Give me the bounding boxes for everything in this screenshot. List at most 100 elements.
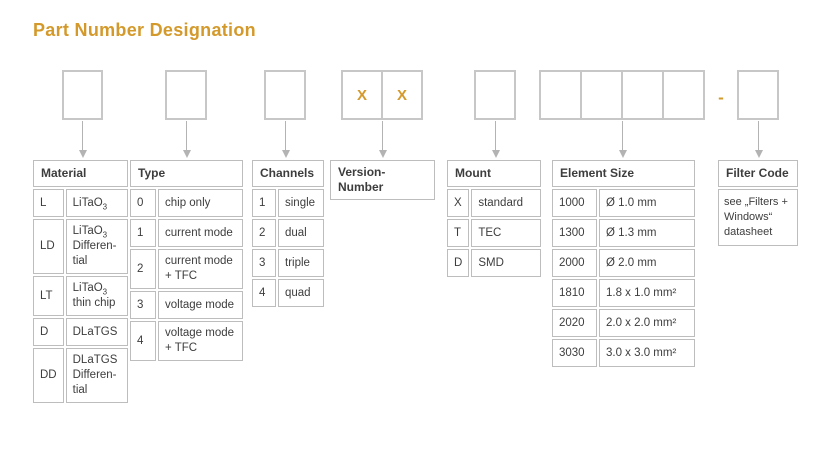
element-size-header: Element Size bbox=[552, 160, 695, 187]
table-header-row: Filter Code bbox=[718, 160, 798, 187]
element-size-code: 1810 bbox=[552, 279, 597, 307]
channels-desc: single bbox=[278, 189, 324, 217]
version-number-table: Version-Number bbox=[328, 158, 437, 202]
table-row: 4 voltage mode + TFC bbox=[130, 321, 243, 361]
channels-desc: triple bbox=[278, 249, 324, 277]
arrow-filter-code-icon bbox=[754, 121, 763, 158]
element-size-digit-box bbox=[662, 72, 703, 118]
mount-desc: standard bbox=[471, 189, 542, 217]
part-box-element-size-group bbox=[539, 70, 705, 120]
element-size-code: 2000 bbox=[552, 249, 597, 277]
formula: DLaTGS bbox=[72, 325, 118, 338]
channels-code: 1 bbox=[252, 189, 276, 217]
version-char-box: X bbox=[343, 72, 381, 118]
version-number-header: Version-Number bbox=[330, 160, 435, 200]
material-desc: LiTaO3 Differen- tial bbox=[65, 219, 128, 274]
table-row: 2 dual bbox=[252, 219, 324, 247]
arrow-version-icon bbox=[378, 121, 387, 158]
material-code: DD bbox=[33, 348, 64, 403]
channels-code: 4 bbox=[252, 279, 276, 307]
mount-code: T bbox=[447, 219, 470, 247]
table-row: 1000 Ø 1.0 mm bbox=[552, 189, 695, 217]
table-row: 0 chip only bbox=[130, 189, 243, 217]
table-header-row: Version-Number bbox=[330, 160, 435, 200]
element-size-desc: Ø 1.3 mm bbox=[599, 219, 695, 247]
arrow-material-icon bbox=[78, 121, 87, 158]
table-row: 1300 Ø 1.3 mm bbox=[552, 219, 695, 247]
arrow-mount-icon bbox=[491, 121, 500, 158]
type-desc: voltage mode bbox=[158, 291, 243, 319]
mount-code: X bbox=[447, 189, 470, 217]
version-char: X bbox=[396, 86, 407, 104]
table-row: 2 current mode + TFC bbox=[130, 249, 243, 289]
table-row: DD DLaTGS Differen- tial bbox=[33, 348, 128, 403]
arrow-channels-icon bbox=[281, 121, 290, 158]
table-row: T TEC bbox=[447, 219, 542, 247]
element-size-code: 1300 bbox=[552, 219, 597, 247]
mount-desc: SMD bbox=[471, 249, 542, 277]
desc-extra: Differen- tial bbox=[72, 369, 117, 396]
material-desc: DLaTGS Differen- tial bbox=[65, 348, 128, 403]
type-desc: chip only bbox=[158, 189, 243, 217]
type-code: 2 bbox=[130, 249, 156, 289]
mount-header: Mount bbox=[447, 160, 542, 187]
type-header: Type bbox=[130, 160, 243, 187]
table-row: see „Filters + Windows“ datasheet bbox=[718, 189, 798, 246]
formula: LiTaO bbox=[72, 196, 103, 209]
part-box-channels bbox=[264, 70, 306, 120]
mount-code: D bbox=[447, 249, 470, 277]
table-header-row: Channels bbox=[252, 160, 324, 187]
material-desc: DLaTGS bbox=[65, 318, 128, 346]
channels-header: Channels bbox=[252, 160, 324, 187]
part-box-filter-code bbox=[737, 70, 779, 120]
type-desc: current mode bbox=[158, 219, 243, 247]
channels-code: 2 bbox=[252, 219, 276, 247]
material-code: LD bbox=[33, 219, 64, 274]
desc-extra: thin chip bbox=[72, 297, 116, 309]
type-table: Type 0 chip only 1 current mode 2 curren… bbox=[128, 158, 245, 363]
element-size-desc: 3.0 x 3.0 mm² bbox=[599, 339, 695, 367]
table-row: 1 single bbox=[252, 189, 324, 217]
material-header: Material bbox=[33, 160, 128, 187]
formula-subscript: 3 bbox=[102, 230, 108, 240]
desc-extra: Differen- tial bbox=[72, 240, 117, 267]
element-size-table: Element Size 1000 Ø 1.0 mm 1300 Ø 1.3 mm… bbox=[550, 158, 697, 369]
table-row: 2000 Ø 2.0 mm bbox=[552, 249, 695, 277]
material-table: Material L LiTaO3 LD LiTaO3 Differen- ti… bbox=[31, 158, 130, 405]
table-row: D DLaTGS bbox=[33, 318, 128, 346]
part-box-type bbox=[165, 70, 207, 120]
page-title: Part Number Designation bbox=[33, 20, 256, 40]
element-size-code: 1000 bbox=[552, 189, 597, 217]
table-row: D SMD bbox=[447, 249, 542, 277]
part-box-version-group: X X bbox=[341, 70, 423, 120]
element-size-desc: 1.8 x 1.0 mm² bbox=[599, 279, 695, 307]
table-row: L LiTaO3 bbox=[33, 189, 128, 217]
table-row: 1 current mode bbox=[130, 219, 243, 247]
table-row: X standard bbox=[447, 189, 542, 217]
element-size-digit-box bbox=[580, 72, 621, 118]
channels-table: Channels 1 single 2 dual 3 triple 4 quad bbox=[250, 158, 326, 309]
table-header-row: Element Size bbox=[552, 160, 695, 187]
table-header-row: Mount bbox=[447, 160, 542, 187]
type-desc: voltage mode + TFC bbox=[158, 321, 243, 361]
formula-subscript: 3 bbox=[102, 287, 108, 297]
arrow-type-icon bbox=[182, 121, 191, 158]
material-desc: LiTaO3 thin chip bbox=[65, 276, 128, 316]
type-code: 0 bbox=[130, 189, 156, 217]
material-code: LT bbox=[33, 276, 64, 316]
element-size-desc: Ø 1.0 mm bbox=[599, 189, 695, 217]
table-row: 4 quad bbox=[252, 279, 324, 307]
table-row: 1810 1.8 x 1.0 mm² bbox=[552, 279, 695, 307]
table-header-row: Material bbox=[33, 160, 128, 187]
part-box-material bbox=[62, 70, 103, 120]
material-code: D bbox=[33, 318, 64, 346]
element-size-code: 3030 bbox=[552, 339, 597, 367]
table-row: 3030 3.0 x 3.0 mm² bbox=[552, 339, 695, 367]
material-code: L bbox=[33, 189, 64, 217]
formula: DLaTGS bbox=[72, 354, 118, 366]
mount-table: Mount X standard T TEC D SMD bbox=[445, 158, 544, 279]
table-row: 3 triple bbox=[252, 249, 324, 277]
table-header-row: Type bbox=[130, 160, 243, 187]
type-code: 1 bbox=[130, 219, 156, 247]
arrow-element-size-icon bbox=[618, 121, 627, 158]
